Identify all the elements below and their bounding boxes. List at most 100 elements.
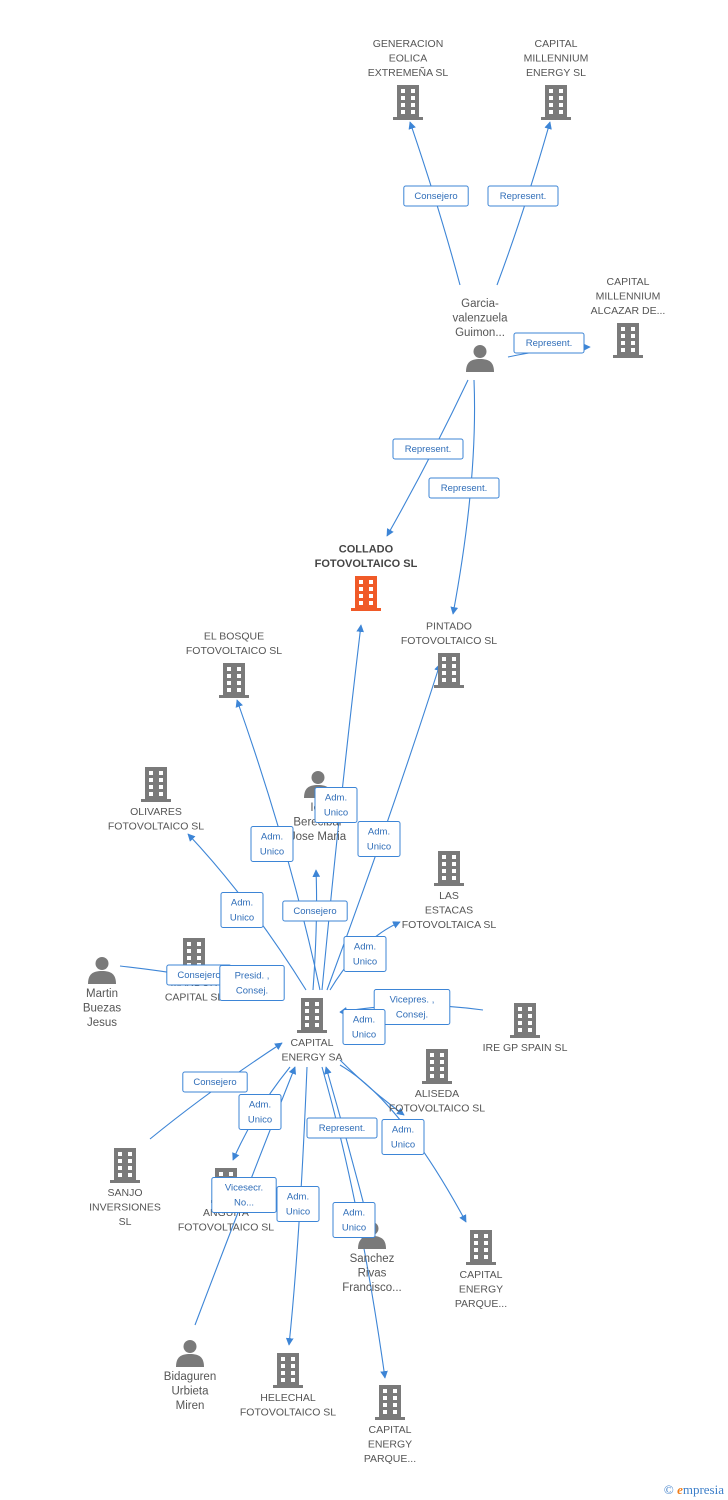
node-label-line: Guimon... — [455, 327, 505, 339]
node-label-line: Jesus — [87, 1017, 117, 1029]
node-label-line: Sanchez — [350, 1253, 395, 1265]
edge-label-box — [392, 438, 464, 460]
person-icon — [88, 957, 116, 984]
node-label-line: MILLENNIUM — [524, 53, 589, 65]
building-icon — [110, 1148, 140, 1183]
edge-label-box — [306, 1117, 378, 1139]
edge-line-e10 — [312, 869, 321, 991]
edge-label-e3[interactable]: Represent. — [513, 332, 585, 354]
edge-label-box — [219, 965, 285, 1001]
edge-label-e17[interactable]: Adm.Unico — [238, 1094, 282, 1130]
node-label-line: CAPITAL — [607, 276, 650, 288]
node-label-line: Buezas — [83, 1003, 122, 1015]
edge-label-text: Unico — [286, 1207, 310, 1218]
edge-label-e6[interactable]: Adm.Unico — [250, 826, 294, 862]
edge-label-text: Vicepres. , — [390, 995, 435, 1006]
edge-label-text: Unico — [353, 957, 377, 968]
edge-label-text: Represent. — [319, 1123, 365, 1134]
node-label-line: OLIVARES — [130, 806, 182, 818]
edge-label-text: Unico — [324, 808, 348, 819]
edge-label-text: Represent. — [441, 483, 487, 494]
edge-label-text: Adm. — [287, 1192, 309, 1203]
edge-label-e11[interactable]: Adm. Unico — [343, 936, 387, 972]
edge-label-box — [238, 1094, 282, 1130]
edge-label-e21[interactable]: Adm. Unico — [276, 1186, 320, 1222]
edge-line-e1 — [408, 121, 461, 286]
edge-label-text: Represent. — [405, 444, 451, 455]
node-cap_parque1[interactable]: CAPITALENERGYPARQUE... — [455, 1230, 507, 1310]
node-label-line: MILLENNIUM — [596, 291, 661, 303]
edge-label-e2[interactable]: Represent. — [487, 185, 559, 207]
edge-label-e15[interactable]: Adm.Unico — [342, 1009, 386, 1045]
edge-label-e9[interactable]: Adm.Unico — [220, 892, 264, 928]
node-label-line: Garcia- — [461, 298, 499, 310]
edge-label-box — [487, 185, 559, 207]
edge-label-box — [282, 900, 348, 922]
node-label-line: CAPITAL — [291, 1037, 334, 1049]
node-label-line: IRE GP SPAIN SL — [483, 1042, 568, 1054]
node-label-line: COLLADO — [339, 544, 394, 556]
building-icon — [466, 1230, 496, 1265]
edge-label-e19[interactable]: Adm.Unico — [381, 1119, 425, 1155]
edge-label-text: Adm. — [261, 832, 283, 843]
edge-label-e1[interactable]: Consejero — [403, 185, 469, 207]
edge-label-e8[interactable]: Adm.Unico — [357, 821, 401, 857]
edge-label-e10[interactable]: Consejero — [282, 900, 348, 922]
edge-label-text: Unico — [230, 913, 254, 924]
edge-label-e4[interactable]: Represent. — [392, 438, 464, 460]
node-garcia[interactable]: Garcia-valenzuelaGuimon... — [453, 298, 509, 372]
node-label-line: PINTADO — [426, 621, 472, 633]
edge-label-e13[interactable]: Presid. ,Consej. — [219, 965, 285, 1001]
node-ire[interactable]: IRE GP SPAIN SL — [483, 1003, 568, 1054]
edge-line-e19 — [339, 1059, 405, 1116]
building-icon — [273, 1353, 303, 1388]
edge-label-box — [211, 1177, 277, 1213]
node-label-line: GENERACION — [373, 38, 444, 50]
node-label-line: HELECHAL — [260, 1392, 316, 1404]
edge-label-text: Consejero — [414, 191, 457, 202]
edge-label-e16[interactable]: Consejero — [182, 1071, 248, 1093]
node-cap_parque2[interactable]: CAPITALENERGYPARQUE... — [364, 1385, 416, 1465]
node-label-line: CAPITAL — [369, 1424, 412, 1436]
edge-label-text: Unico — [391, 1140, 415, 1151]
node-label-line: FOTOVOLTAICO SL — [315, 558, 418, 570]
edge-label-e5[interactable]: Represent. — [428, 477, 500, 499]
edge-label-e7[interactable]: Adm.Unico — [314, 787, 358, 823]
node-label-line: valenzuela — [453, 313, 509, 325]
edge-label-text: No... — [234, 1198, 254, 1209]
node-label-line: CAPITAL — [460, 1269, 503, 1281]
node-collado[interactable]: COLLADO FOTOVOLTAICO SL — [315, 544, 418, 612]
node-sanchez[interactable]: SanchezRivasFrancisco... — [342, 1222, 402, 1294]
edge-label-e18[interactable]: Represent. — [306, 1117, 378, 1139]
person-icon — [466, 345, 494, 372]
edge-label-box — [332, 1202, 376, 1238]
building-icon — [613, 323, 643, 358]
node-label-line: Miren — [176, 1400, 205, 1412]
building-icon — [141, 767, 171, 802]
node-label-line: Bidaguren — [164, 1371, 216, 1383]
edge-label-e20[interactable]: Vicesecr.No... — [211, 1177, 277, 1213]
person-icon — [176, 1340, 204, 1367]
edge-label-text: Adm. — [354, 942, 376, 953]
edge-label-text: Consej. — [396, 1010, 428, 1021]
node-label-line: EL BOSQUE — [204, 631, 264, 643]
node-label-line: FOTOVOLTAICO SL — [108, 821, 204, 833]
edge-label-e14[interactable]: Vicepres. , Consej. — [373, 989, 451, 1025]
edge-label-text: Unico — [367, 842, 391, 853]
node-label-line: EXTREMEÑA SL — [368, 66, 449, 79]
node-olivares[interactable]: OLIVARES FOTOVOLTAICO SL — [108, 767, 204, 833]
edge-label-text: Adm. — [249, 1100, 271, 1111]
edge-label-e22[interactable]: Adm.Unico — [332, 1202, 376, 1238]
